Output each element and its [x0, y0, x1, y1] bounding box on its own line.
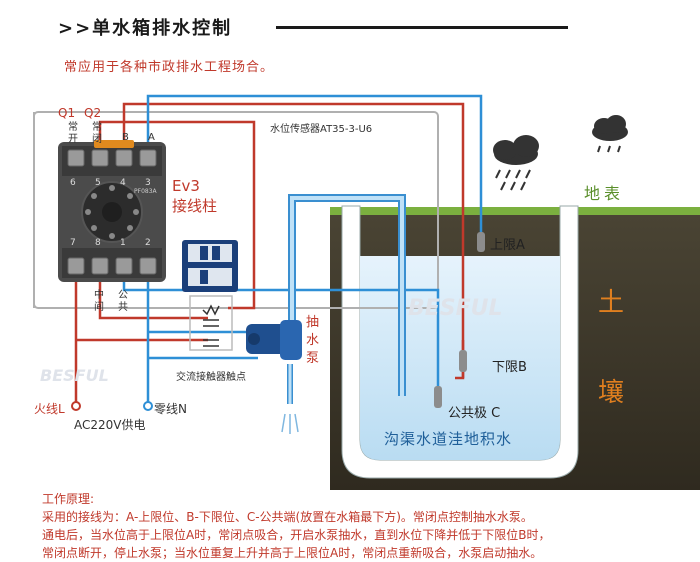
- pump-motor-icon: [246, 320, 302, 360]
- title-rule: [276, 26, 568, 29]
- common-pole-label: 公共极 C: [448, 406, 501, 421]
- page-title: >>单水箱排水控制: [58, 18, 233, 39]
- ground-surface-label: 地表: [584, 184, 625, 203]
- lower-limit-probe: [459, 340, 467, 378]
- terminal-b-label: B: [122, 132, 129, 143]
- soil-label-1: 土: [598, 288, 625, 318]
- upper-limit-probe: [477, 232, 485, 252]
- pump-pipe: [281, 194, 406, 434]
- common-probe: [434, 386, 442, 408]
- sensor-model-label: 水位传感器AT35-3-U6: [270, 124, 373, 135]
- subtitle: 常应用于各种市政排水工程场合。: [64, 60, 275, 75]
- neutral-wire-label: 零线N: [154, 402, 187, 416]
- watermark-left: BESFUL: [40, 366, 109, 385]
- pin-label-3: 3: [145, 178, 151, 188]
- principle-line-3: 常闭点断开，停止水泵；当水位重复上升并高于上限位A时，常闭点重新吸合，水泵启动抽…: [42, 546, 543, 560]
- pin-label-7: 7: [70, 238, 76, 248]
- pin-label-5: 5: [95, 178, 101, 188]
- watermark-tank: BESFUL: [408, 296, 503, 321]
- upper-limit-label: 上限A: [490, 238, 525, 253]
- pin-label-6: 6: [70, 178, 76, 188]
- principle-title: 工作原理:: [42, 492, 95, 506]
- red-wires: [74, 102, 465, 404]
- power-supply-label: AC220V供电: [74, 418, 146, 432]
- ev3-subtitle: 接线柱: [172, 197, 218, 215]
- common-label: 公 共: [118, 290, 128, 313]
- q2-label: Q2: [84, 106, 102, 120]
- ev3-title: Ev3: [172, 177, 200, 195]
- terminal-a-label: A: [148, 132, 155, 143]
- rain-cloud-icon: [493, 135, 539, 191]
- pin-label-2: 2: [145, 238, 151, 248]
- small-cloud-icon: [592, 115, 628, 153]
- contactor-label: 交流接触器触点: [176, 372, 246, 383]
- relay-model-label: PF083A: [134, 188, 157, 195]
- middle-label: 中 间: [94, 290, 104, 313]
- normally-closed-label: 常 闭: [92, 122, 102, 145]
- pump-label: 抽 水 泵: [306, 315, 320, 366]
- contactor-contacts-symbol: [189, 295, 233, 351]
- principle-line-1: 采用的接线为：A-上限位、B-下限位、C-公共端(放置在水箱最下方)。常闭点控制…: [42, 510, 533, 524]
- pin-label-1: 1: [120, 238, 126, 248]
- pin-label-4: 4: [120, 178, 126, 188]
- ev3-label: Ev3 接线柱: [172, 176, 217, 216]
- power-terminals: [71, 401, 81, 411]
- soil-label-2: 壤: [598, 378, 625, 408]
- neutral-terminal: [143, 401, 153, 411]
- normally-open-label: 常 开: [68, 122, 78, 145]
- principle-description: 工作原理: 采用的接线为：A-上限位、B-下限位、C-公共端(放置在水箱最下方)…: [42, 490, 682, 562]
- relay-base: [58, 140, 166, 282]
- pin-label-8: 8: [95, 238, 101, 248]
- lower-limit-label: 下限B: [492, 360, 527, 375]
- live-wire-label: 火线L: [34, 402, 65, 416]
- contactor-icon: [182, 240, 238, 292]
- q1-label: Q1: [58, 106, 76, 120]
- principle-line-2: 通电后，当水位高于上限位A时，常闭点吸合，开启水泵抽水，直到水位下降并低于下限位…: [42, 528, 551, 542]
- tank-label: 沟渠水道洼地积水: [384, 430, 513, 448]
